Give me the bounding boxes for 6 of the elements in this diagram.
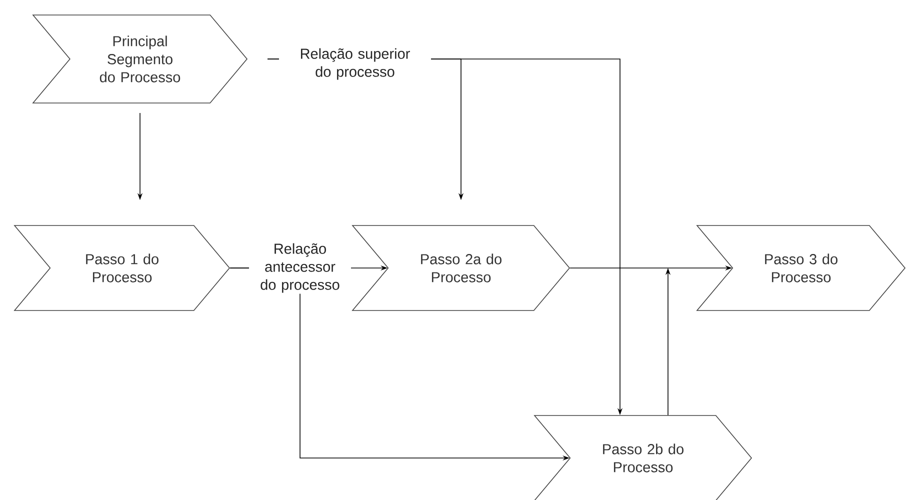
chevron-box: Passo 3 do Processo	[696, 225, 906, 311]
chevron-box: Passo 1 do Processo	[14, 225, 230, 311]
chevron-box: Passo 2b do Processo	[534, 415, 752, 500]
chevron-box: Principal Segmento do Processo	[32, 14, 248, 104]
edge-label: Relação superior do processo	[279, 47, 431, 81]
edge-label: Relação antecessor do processo	[249, 242, 351, 294]
